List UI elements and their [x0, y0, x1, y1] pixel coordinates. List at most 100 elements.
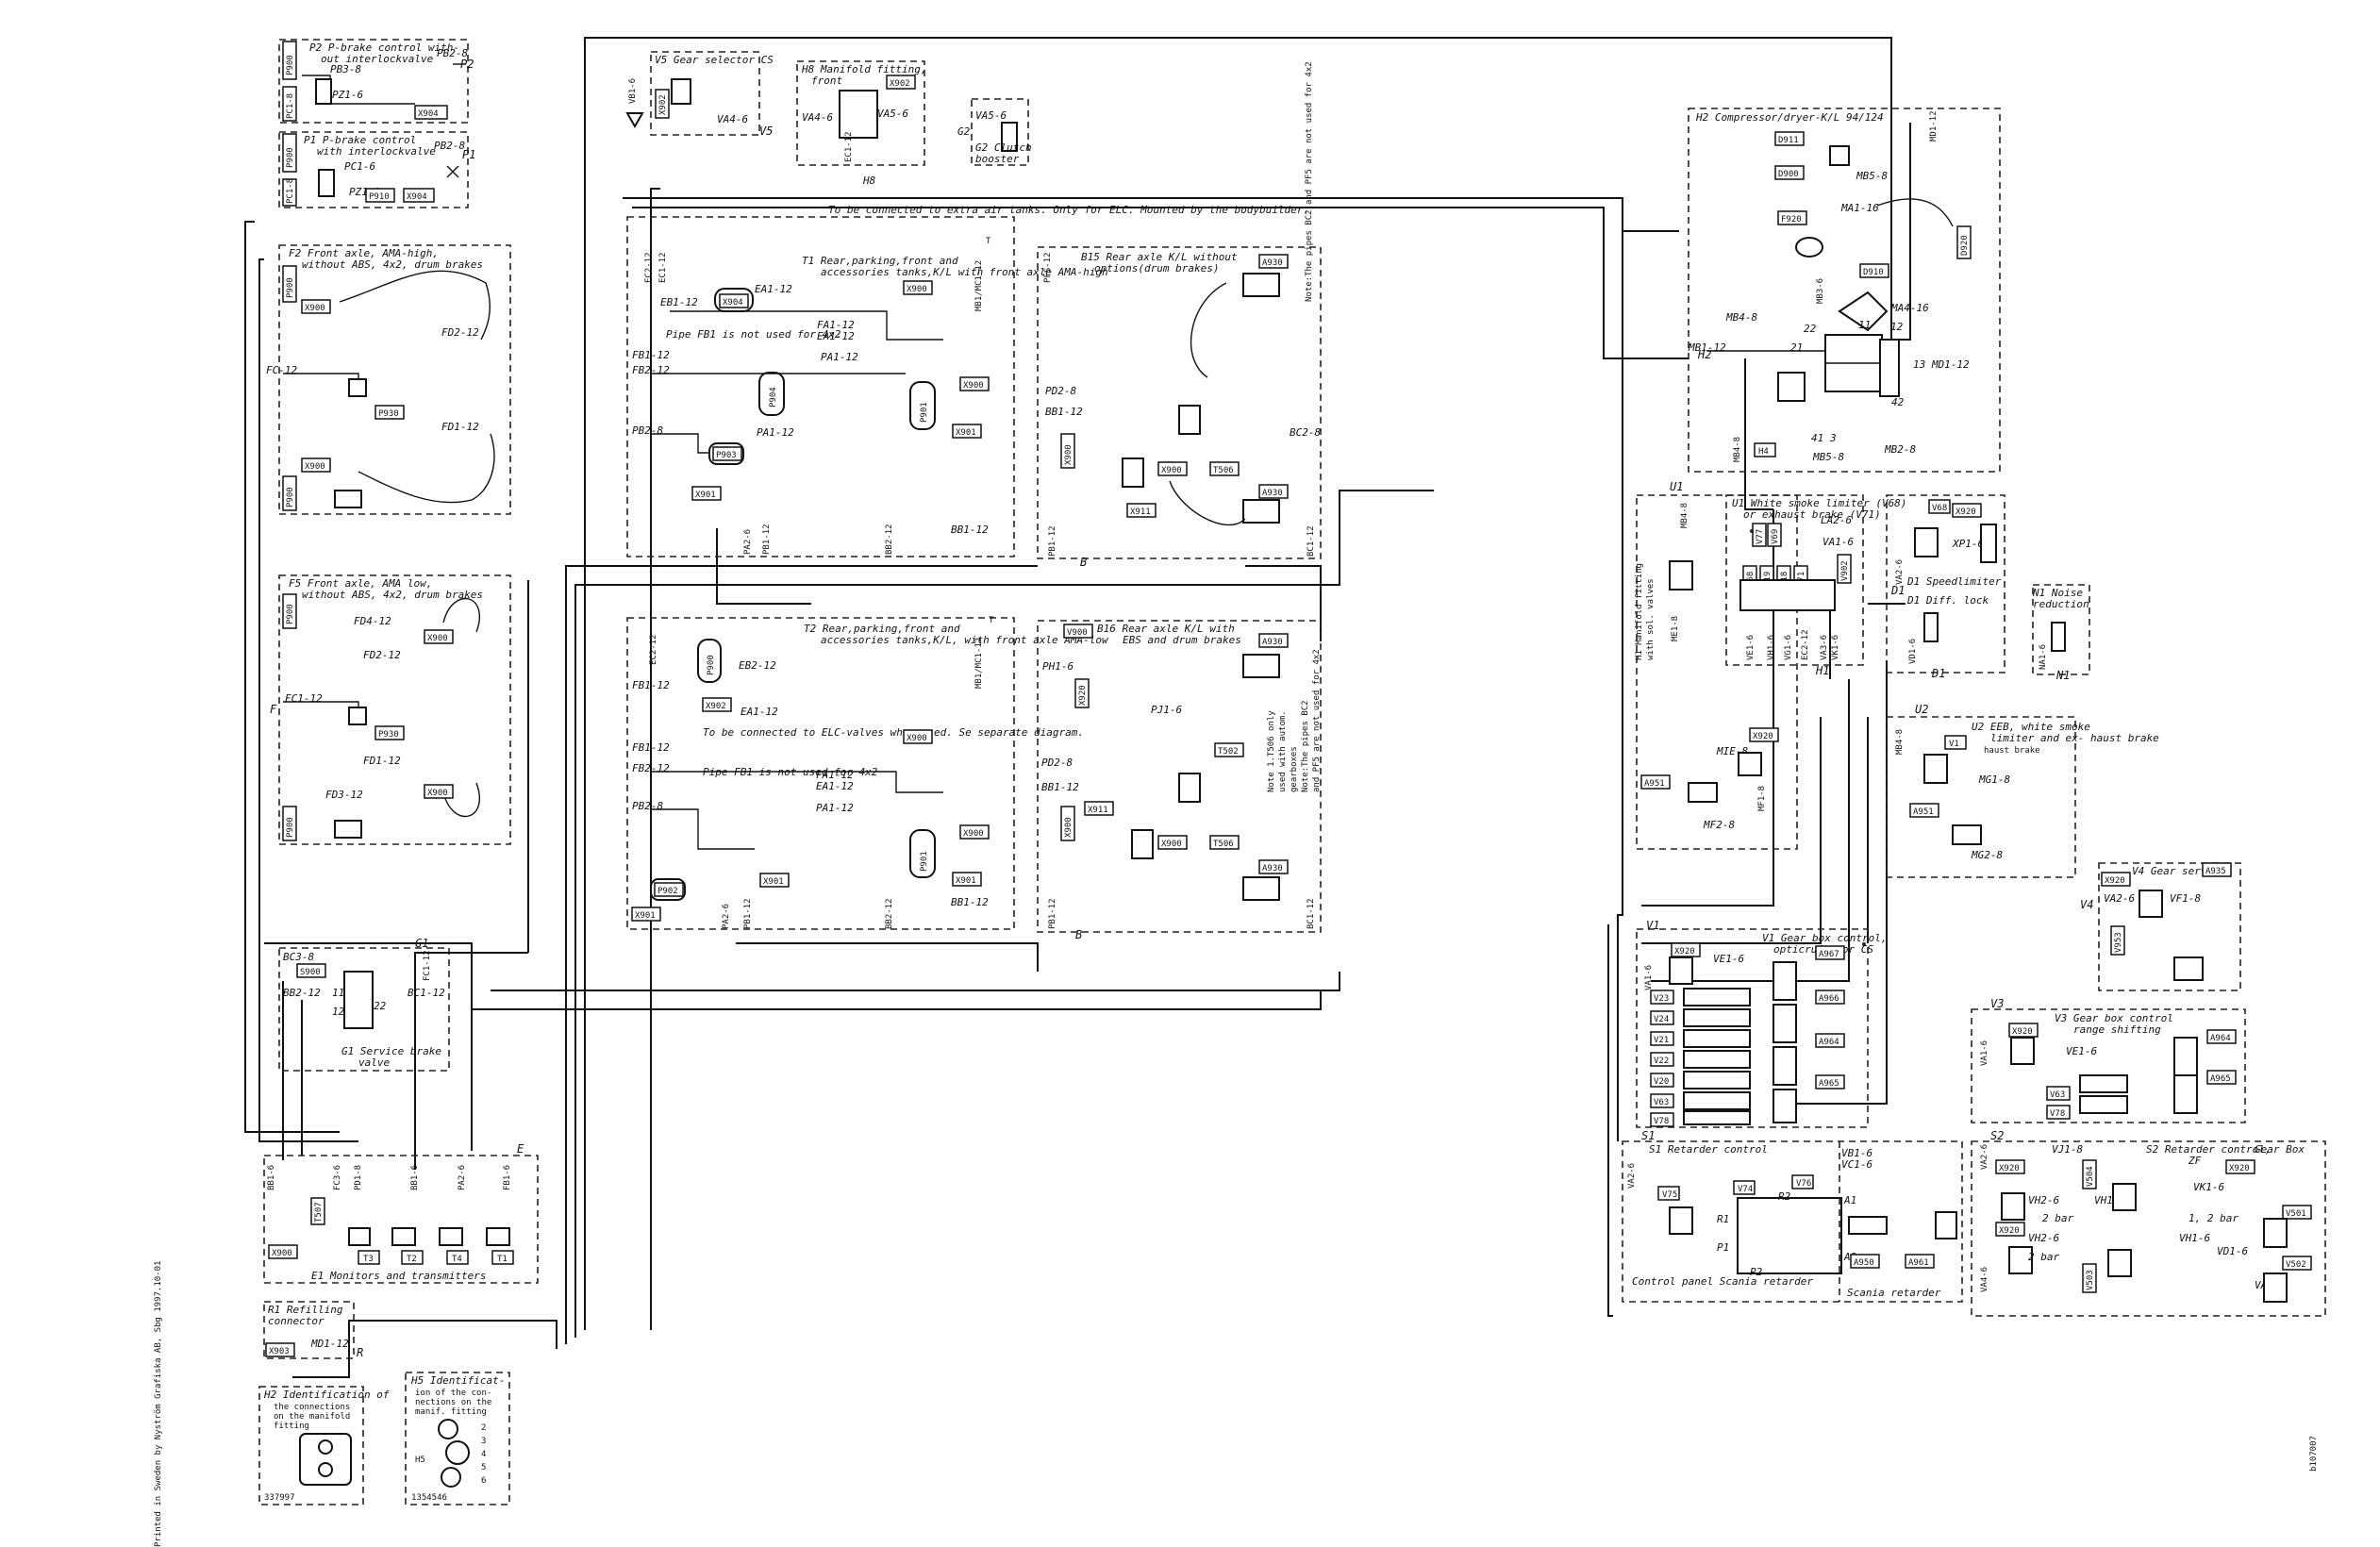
- svg-text:PA2-6: PA2-6: [458, 1165, 467, 1190]
- svg-text:H8: H8: [862, 175, 876, 187]
- svg-text:V502: V502: [2286, 1260, 2306, 1270]
- box-h5-ident: H5 Identificat- ion of the con- nections…: [405, 1372, 510, 1505]
- svg-text:MB2-8: MB2-8: [1884, 443, 1916, 456]
- svg-text:VA2-6: VA2-6: [1980, 1144, 1989, 1170]
- svg-text:X900: X900: [1161, 840, 1182, 849]
- svg-text:42: 42: [1891, 396, 1905, 408]
- box-s1: S1 S1 Retarder control VA2-6 V75 V74 V76…: [1622, 1129, 1963, 1303]
- svg-text:EBS and drum brakes: EBS and drum brakes: [1123, 634, 1241, 646]
- svg-text:VA2-6: VA2-6: [1627, 1163, 1637, 1189]
- box-v3: V3 V3 Gear box control range shifting VA…: [1971, 997, 2246, 1123]
- svg-text:V63: V63: [1654, 1098, 1669, 1107]
- svg-text:P910: P910: [369, 192, 390, 202]
- svg-text:MG2-8: MG2-8: [1971, 849, 2003, 861]
- svg-text:X901: X901: [763, 877, 784, 887]
- svg-text:FC3-6: FC3-6: [333, 1165, 342, 1190]
- svg-text:Note:The pipes BC2 and PF5 are: Note:The pipes BC2 and PF5 are not used …: [1305, 61, 1314, 302]
- svg-text:D900: D900: [1778, 170, 1799, 179]
- svg-text:MB4-8: MB4-8: [1725, 311, 1757, 324]
- svg-text:VC1-6: VC1-6: [1841, 1158, 1872, 1171]
- svg-text:P900: P900: [286, 604, 295, 624]
- svg-text:VH1-6: VH1-6: [1767, 635, 1776, 660]
- svg-text:BC1-12: BC1-12: [1307, 898, 1316, 929]
- svg-text:BB1-6: BB1-6: [267, 1165, 276, 1190]
- svg-text:limiter and ex- haust brake: limiter and ex- haust brake: [1990, 732, 2159, 744]
- svg-text:P903: P903: [716, 451, 737, 460]
- svg-text:4: 4: [481, 1450, 486, 1459]
- svg-text:PD1-8: PD1-8: [354, 1165, 363, 1190]
- svg-text:BB2-12: BB2-12: [283, 987, 321, 999]
- svg-text:V504: V504: [2086, 1166, 2095, 1187]
- svg-text:V4: V4: [2080, 898, 2093, 911]
- svg-text:MA1-16: MA1-16: [1840, 202, 1879, 214]
- svg-text:VA1-6: VA1-6: [1644, 965, 1654, 990]
- svg-text:A967: A967: [1819, 950, 1839, 959]
- svg-text:S1 Retarder control: S1 Retarder control: [1649, 1143, 1768, 1156]
- svg-text:EB1-12: EB1-12: [660, 296, 698, 308]
- svg-text:H1 Manifold fitting: H1 Manifold fitting: [1635, 563, 1644, 660]
- svg-text:T507: T507: [314, 1202, 324, 1223]
- svg-text:MG1-8: MG1-8: [1978, 774, 2010, 786]
- svg-text:manif. fitting: manif. fitting: [415, 1407, 487, 1417]
- svg-text:EC2-12: EC2-12: [649, 634, 658, 665]
- svg-text:V71: V71: [1797, 572, 1806, 587]
- svg-text:XP1-6: XP1-6: [1952, 538, 1984, 550]
- svg-text:P902: P902: [657, 887, 678, 896]
- svg-text:accessories tanks,K/L with fro: accessories tanks,K/L with front axle AM…: [821, 266, 1108, 278]
- svg-text:PH1-6: PH1-6: [1042, 660, 1073, 673]
- svg-text:1354546: 1354546: [411, 1493, 447, 1503]
- svg-text:X920: X920: [1999, 1164, 2020, 1173]
- svg-text:F2 Front axle, AMA-high,: F2 Front axle, AMA-high,: [289, 247, 439, 259]
- svg-text:PD2-8: PD2-8: [1041, 757, 1073, 769]
- svg-text:VF1-8: VF1-8: [2170, 892, 2201, 905]
- svg-text:VH2-6: VH2-6: [2028, 1194, 2059, 1206]
- svg-text:P900: P900: [286, 487, 295, 507]
- svg-text:T: T: [989, 616, 994, 625]
- svg-text:11: 11: [1858, 319, 1871, 331]
- svg-text:PB2-8: PB2-8: [437, 47, 468, 59]
- svg-text:BB1-12: BB1-12: [951, 896, 989, 908]
- svg-text:G2: G2: [957, 125, 971, 138]
- svg-text:VK1-6: VK1-6: [1831, 635, 1840, 660]
- svg-text:V75: V75: [1662, 1190, 1677, 1200]
- svg-text:MB1/MC1-12: MB1/MC1-12: [974, 638, 984, 689]
- svg-text:12: 12: [332, 1006, 345, 1018]
- svg-text:P900: P900: [286, 55, 295, 75]
- svg-text:ion of the con-: ion of the con-: [415, 1389, 491, 1398]
- svg-text:E: E: [517, 1142, 524, 1156]
- svg-text:MD1-12: MD1-12: [310, 1338, 349, 1350]
- box-h2: H2 Compressor/dryer-K/L 94/124 MD1-12 D9…: [1688, 108, 2001, 473]
- svg-text:P930: P930: [378, 409, 399, 419]
- svg-text:VA2-6: VA2-6: [1895, 559, 1905, 585]
- svg-text:H2: H2: [1697, 348, 1711, 361]
- box-v1: V1 V1 Gear box control, opticruise or CS…: [1636, 919, 1887, 1128]
- svg-text:FB1-6: FB1-6: [503, 1165, 512, 1190]
- svg-text:FB1-12: FB1-12: [632, 679, 670, 691]
- svg-text:A930: A930: [1262, 258, 1283, 268]
- svg-text:S1: S1: [1641, 1129, 1655, 1142]
- svg-text:Control panel Scania retarder: Control panel Scania retarder: [1632, 1275, 1813, 1288]
- svg-text:on the manifold: on the manifold: [274, 1412, 350, 1422]
- svg-text:T506: T506: [1213, 466, 1234, 475]
- svg-text:with interlockvalve: with interlockvalve: [317, 145, 436, 158]
- svg-text:PB1-12: PB1-12: [762, 524, 772, 555]
- svg-text:X901: X901: [956, 428, 976, 438]
- svg-text:PB1-12: PB1-12: [1048, 525, 1057, 557]
- svg-text:V68: V68: [1746, 572, 1756, 587]
- svg-text:U1: U1: [1670, 480, 1683, 493]
- svg-text:P2: P2: [460, 58, 474, 71]
- svg-text:PC1-8: PC1-8: [286, 93, 295, 119]
- svg-text:PB1-12: PB1-12: [1048, 898, 1057, 929]
- svg-text:PA2-6: PA2-6: [722, 904, 731, 929]
- svg-text:MB5-8: MB5-8: [1856, 170, 1888, 182]
- svg-text:22: 22: [1804, 323, 1817, 335]
- svg-text:A951: A951: [1644, 779, 1665, 789]
- svg-text:FD2-12: FD2-12: [363, 649, 401, 661]
- svg-text:FC-12: FC-12: [266, 364, 297, 376]
- svg-text:T2 Rear,parking,front and: T2 Rear,parking,front and: [804, 623, 960, 635]
- svg-text:EC2-12: EC2-12: [1801, 629, 1810, 660]
- svg-text:G1: G1: [415, 937, 428, 950]
- svg-text:P930: P930: [378, 730, 399, 740]
- svg-text:used with autom.: used with autom.: [1278, 710, 1288, 792]
- svg-text:X900: X900: [907, 285, 927, 294]
